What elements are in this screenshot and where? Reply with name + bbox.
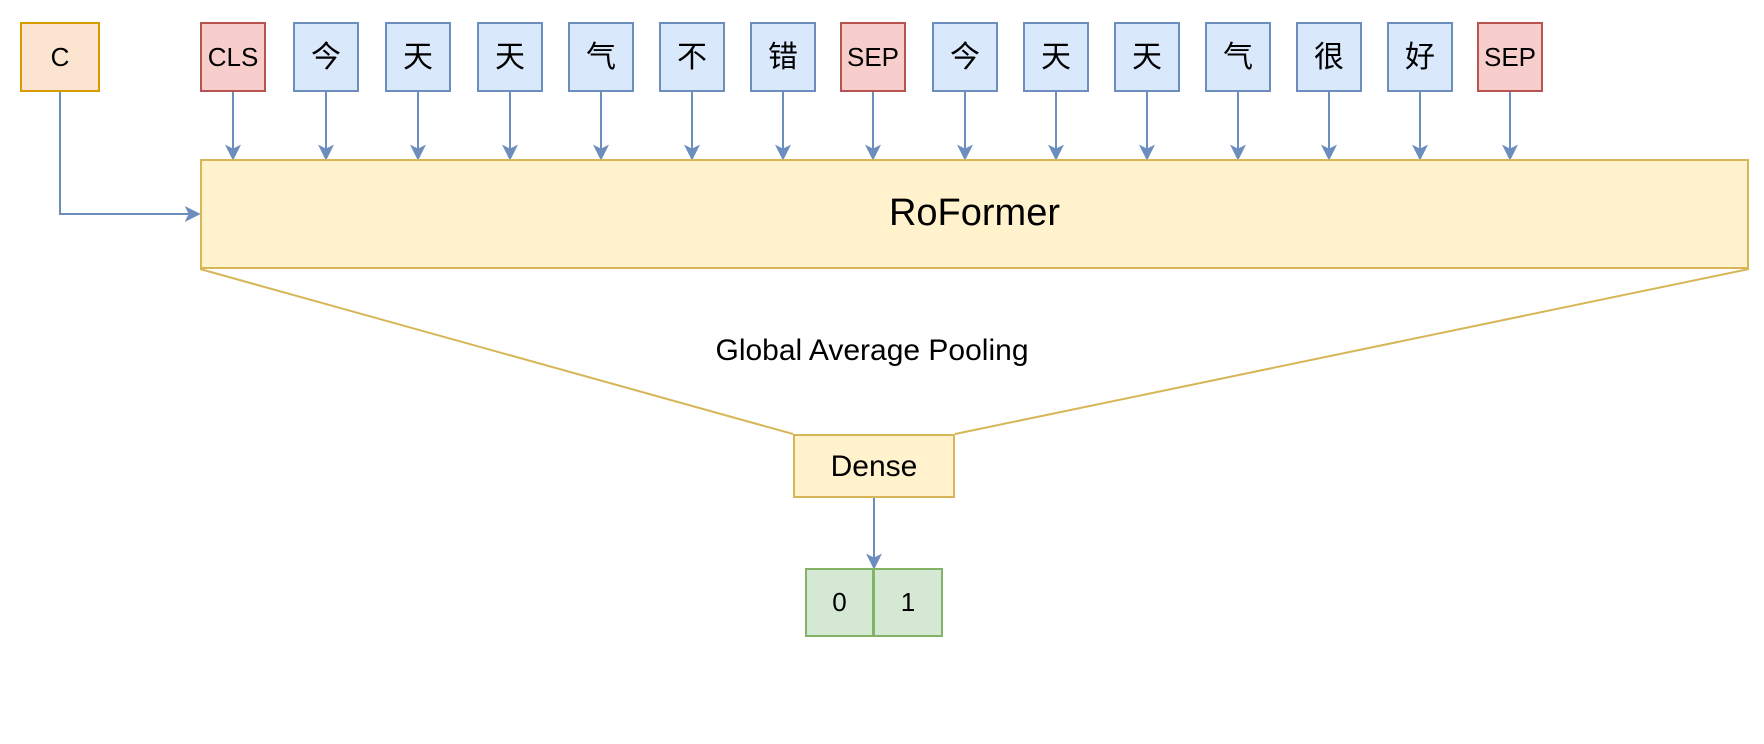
input-to-encoder-arrow	[59, 92, 201, 222]
token-box-1[interactable]: 今	[293, 22, 359, 92]
token-box-8[interactable]: 今	[932, 22, 998, 92]
input-node-c[interactable]: C	[20, 22, 100, 92]
token-label: 天	[403, 40, 433, 74]
token-box-7[interactable]: SEP	[840, 22, 906, 92]
token-label: 今	[311, 40, 341, 74]
token-label: SEP	[1483, 41, 1537, 72]
token-box-5[interactable]: 不	[659, 22, 725, 92]
token-label: 很	[1314, 40, 1344, 74]
token-label: 天	[495, 40, 525, 74]
token-label: 今	[950, 40, 980, 74]
pooling-label: Global Average Pooling	[715, 334, 1029, 367]
token-to-encoder-arrows	[225, 92, 1518, 161]
token-box-3[interactable]: 天	[477, 22, 543, 92]
input-node-label: C	[50, 41, 70, 72]
output-cell-label: 0	[832, 587, 847, 618]
token-box-6[interactable]: 错	[750, 22, 816, 92]
token-label: SEP	[846, 41, 900, 72]
output-cell-1[interactable]: 1	[874, 568, 943, 637]
token-box-11[interactable]: 气	[1205, 22, 1271, 92]
token-label: 气	[1223, 40, 1253, 74]
token-box-14[interactable]: SEP	[1477, 22, 1543, 92]
encoder-roformer[interactable]: RoFormer	[200, 159, 1749, 269]
output-cell-label: 1	[900, 587, 916, 618]
token-label: 错	[768, 40, 798, 74]
token-label: 天	[1041, 40, 1071, 74]
encoder-label: RoFormer	[888, 192, 1061, 235]
token-box-4[interactable]: 气	[568, 22, 634, 92]
output-cell-0[interactable]: 0	[805, 568, 874, 637]
token-label: 天	[1132, 40, 1162, 74]
token-label: 好	[1405, 40, 1435, 74]
token-box-13[interactable]: 好	[1387, 22, 1453, 92]
token-box-0[interactable]: CLS	[200, 22, 266, 92]
dense-label: Dense	[830, 449, 918, 483]
token-box-12[interactable]: 很	[1296, 22, 1362, 92]
dense-layer[interactable]: Dense	[793, 434, 955, 498]
token-box-10[interactable]: 天	[1114, 22, 1180, 92]
token-label: 不	[677, 40, 707, 74]
token-label: 气	[586, 40, 616, 74]
token-label: CLS	[207, 41, 259, 72]
token-box-9[interactable]: 天	[1023, 22, 1089, 92]
token-box-2[interactable]: 天	[385, 22, 451, 92]
